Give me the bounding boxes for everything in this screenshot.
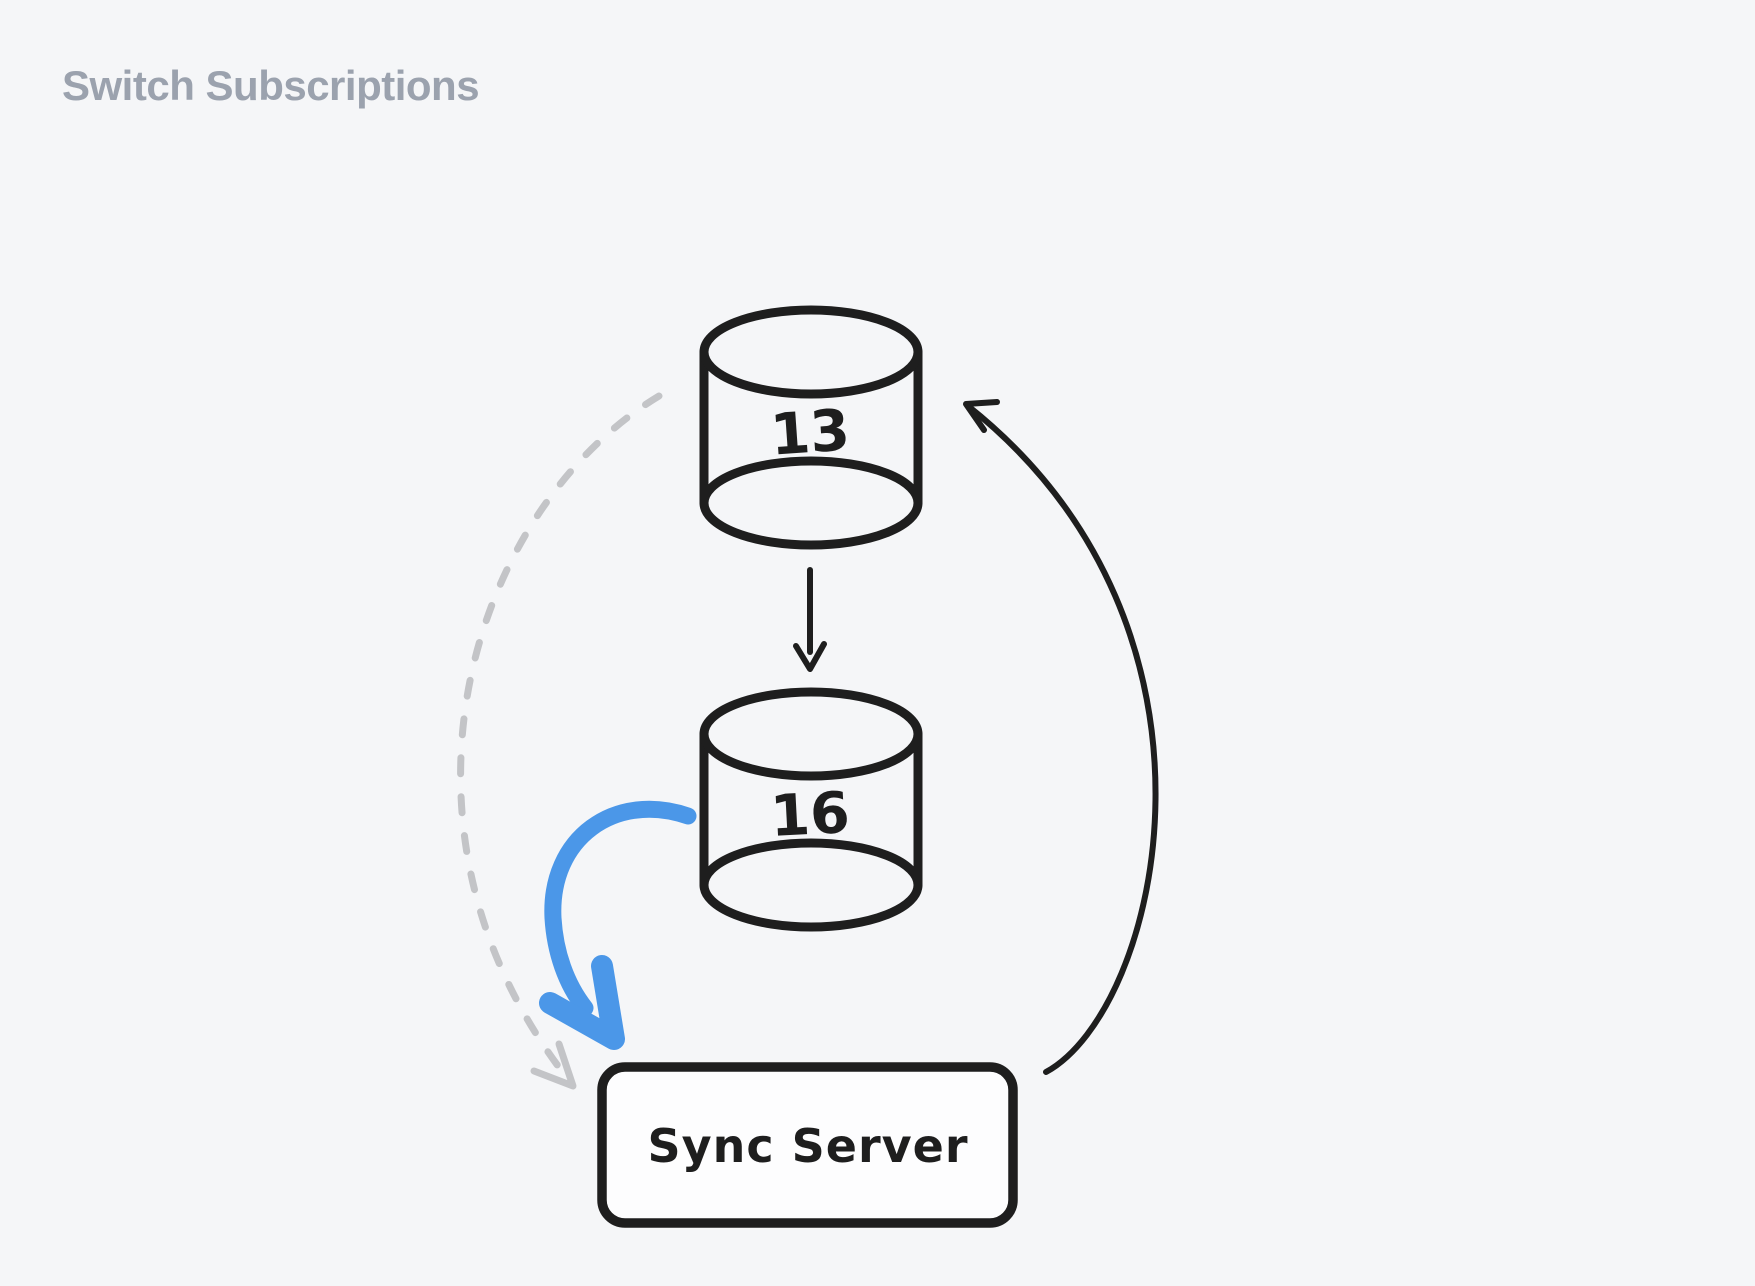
database-16-label: 16 (769, 780, 852, 850)
arrow-sync-server-to-13 (963, 399, 1159, 1075)
arrowhead-down (793, 641, 827, 672)
arrowhead-dashed (530, 1040, 577, 1090)
sync-server-label: Sync Server (647, 1119, 968, 1173)
arrow-13-to-sync-server-dashed (457, 392, 663, 1090)
arrow-13-to-16 (793, 567, 827, 672)
database-13-label: 13 (768, 397, 852, 468)
database-node-16: 16 (699, 687, 923, 932)
database-node-13: 13 (699, 305, 923, 550)
arrow-16-to-sync-server (539, 800, 697, 1050)
arrowhead-blue (539, 955, 625, 1050)
page-title: Switch Subscriptions (62, 62, 480, 109)
arrowhead-solid (963, 399, 1000, 433)
sync-server-box: Sync Server (597, 1062, 1018, 1228)
